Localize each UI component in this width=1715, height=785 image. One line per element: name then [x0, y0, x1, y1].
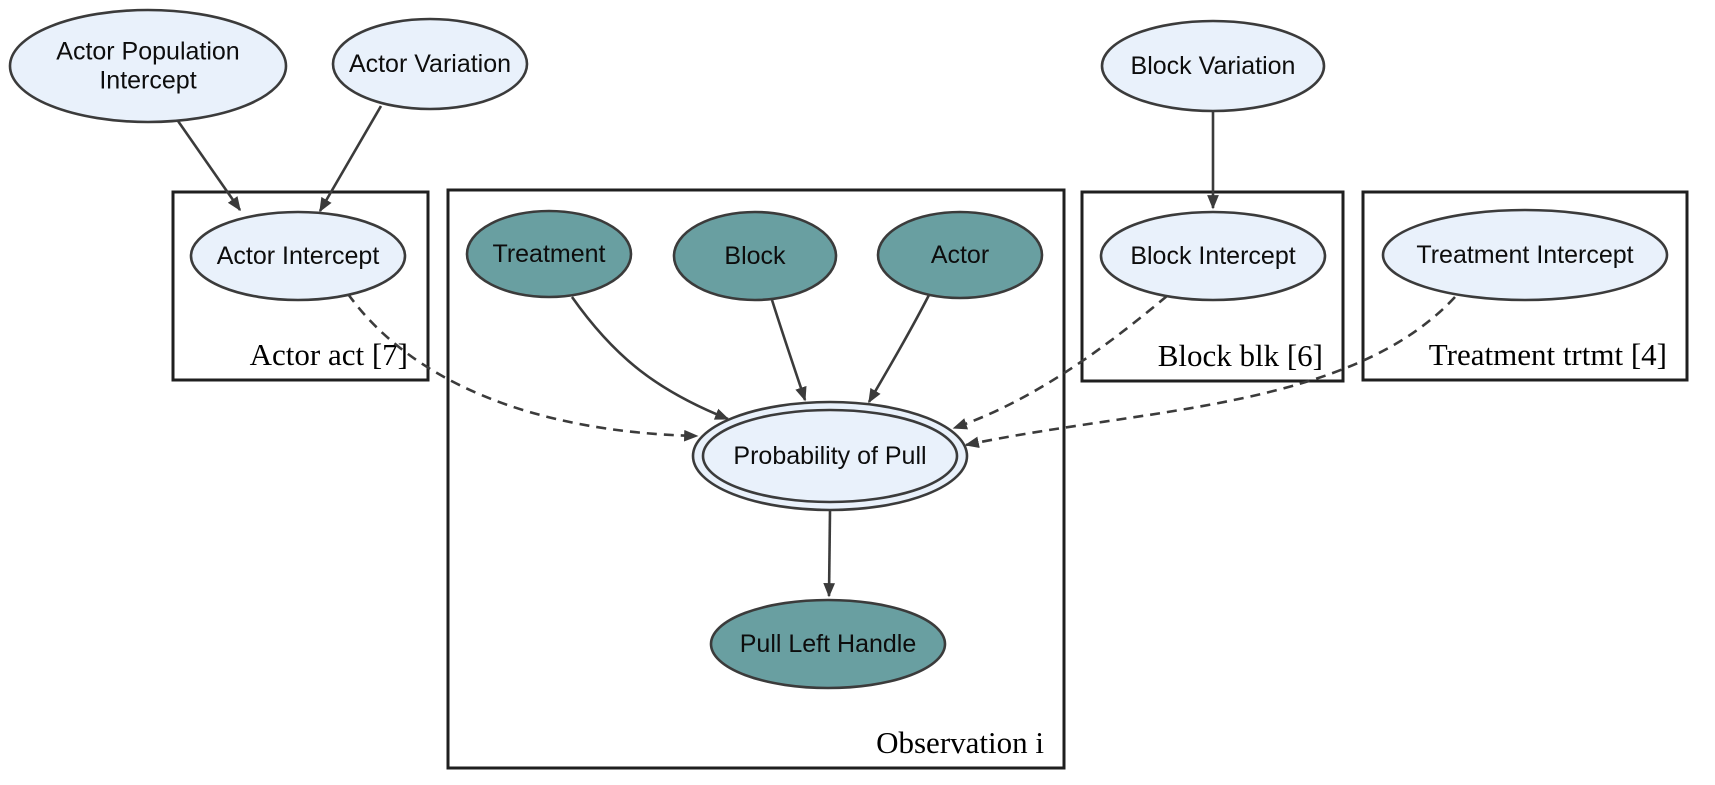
- edge-treatment-intercept-to-probability-of-pull: [964, 296, 1456, 449]
- node-block-intercept-ellipse: [1099, 210, 1327, 302]
- node-treatment-label: Treatment: [492, 240, 605, 268]
- node-block: Block: [672, 210, 838, 302]
- edge-block-intercept-to-probability-of-pull: [952, 295, 1168, 430]
- node-treatment-intercept-ellipse: [1381, 208, 1669, 302]
- node-block-variation-ellipse: [1100, 19, 1326, 113]
- edge-actor-to-probability-of-pull: [867, 294, 931, 404]
- node-actor-intercept-ellipse: [189, 210, 407, 302]
- node-actor-label: Actor: [931, 241, 989, 269]
- node-actor-ellipse: [876, 210, 1044, 300]
- plate-observation: Observation i: [446, 188, 1066, 770]
- node-actor-intercept-label: Actor Intercept: [217, 242, 380, 270]
- edge-actor-intercept-to-probability-of-pull: [346, 293, 699, 442]
- edge-actor-population-intercept-to-actor-intercept: [176, 120, 242, 212]
- plate-treatment-label: Treatment trtmt [4]: [1429, 337, 1667, 372]
- node-treatment-intercept: Treatment Intercept: [1381, 208, 1669, 302]
- node-probability-of-pull: Probability of Pull: [691, 400, 969, 512]
- node-block-variation: Block Variation: [1100, 19, 1326, 113]
- node-actor: Actor: [876, 210, 1044, 300]
- plate-treatment: Treatment trtmt [4]: [1361, 190, 1689, 382]
- plate-actor: Actor act [7]: [171, 190, 430, 382]
- node-block-intercept: Block Intercept: [1099, 210, 1327, 302]
- node-block-variation-label: Block Variation: [1131, 52, 1296, 80]
- node-probability-of-pull-ellipse: [691, 400, 969, 512]
- plate-observation-border: [446, 188, 1066, 770]
- node-block-intercept-label: Block Intercept: [1130, 242, 1295, 270]
- node-treatment-intercept-label: Treatment Intercept: [1416, 241, 1633, 269]
- node-actor-variation-label: Actor Variation: [349, 50, 511, 78]
- edge-probability-of-pull-to-pull-left-handle: [823, 510, 836, 598]
- edge-block-to-probability-of-pull: [770, 299, 807, 402]
- plate-treatment-border: [1361, 190, 1689, 382]
- node-actor-population-intercept-ellipse: [8, 8, 288, 124]
- plate-actor-border: [171, 190, 430, 382]
- node-probability-of-pull-label: Probability of Pull: [733, 442, 926, 470]
- node-block-label: Block: [724, 242, 786, 270]
- node-pull-left-handle-label: Pull Left Handle: [740, 630, 917, 658]
- node-actor-intercept: Actor Intercept: [189, 210, 407, 302]
- node-actor-variation-ellipse: [331, 17, 529, 111]
- plate-block-label: Block blk [6]: [1158, 338, 1323, 373]
- node-pull-left-handle: Pull Left Handle: [709, 598, 947, 690]
- plate-block: Block blk [6]: [1080, 190, 1345, 383]
- edge-treatment-to-probability-of-pull: [570, 296, 730, 421]
- node-actor-variation: Actor Variation: [331, 17, 529, 111]
- plate-observation-label: Observation i: [876, 725, 1044, 760]
- node-block-ellipse: [672, 210, 838, 302]
- node-treatment-ellipse: [465, 209, 633, 299]
- node-pull-left-handle-ellipse: [709, 598, 947, 690]
- node-treatment: Treatment: [465, 209, 633, 299]
- node-probability-of-pull-inner-ellipse: [701, 408, 959, 504]
- plate-actor-label: Actor act [7]: [250, 337, 408, 372]
- edge-actor-variation-to-actor-intercept: [318, 105, 383, 213]
